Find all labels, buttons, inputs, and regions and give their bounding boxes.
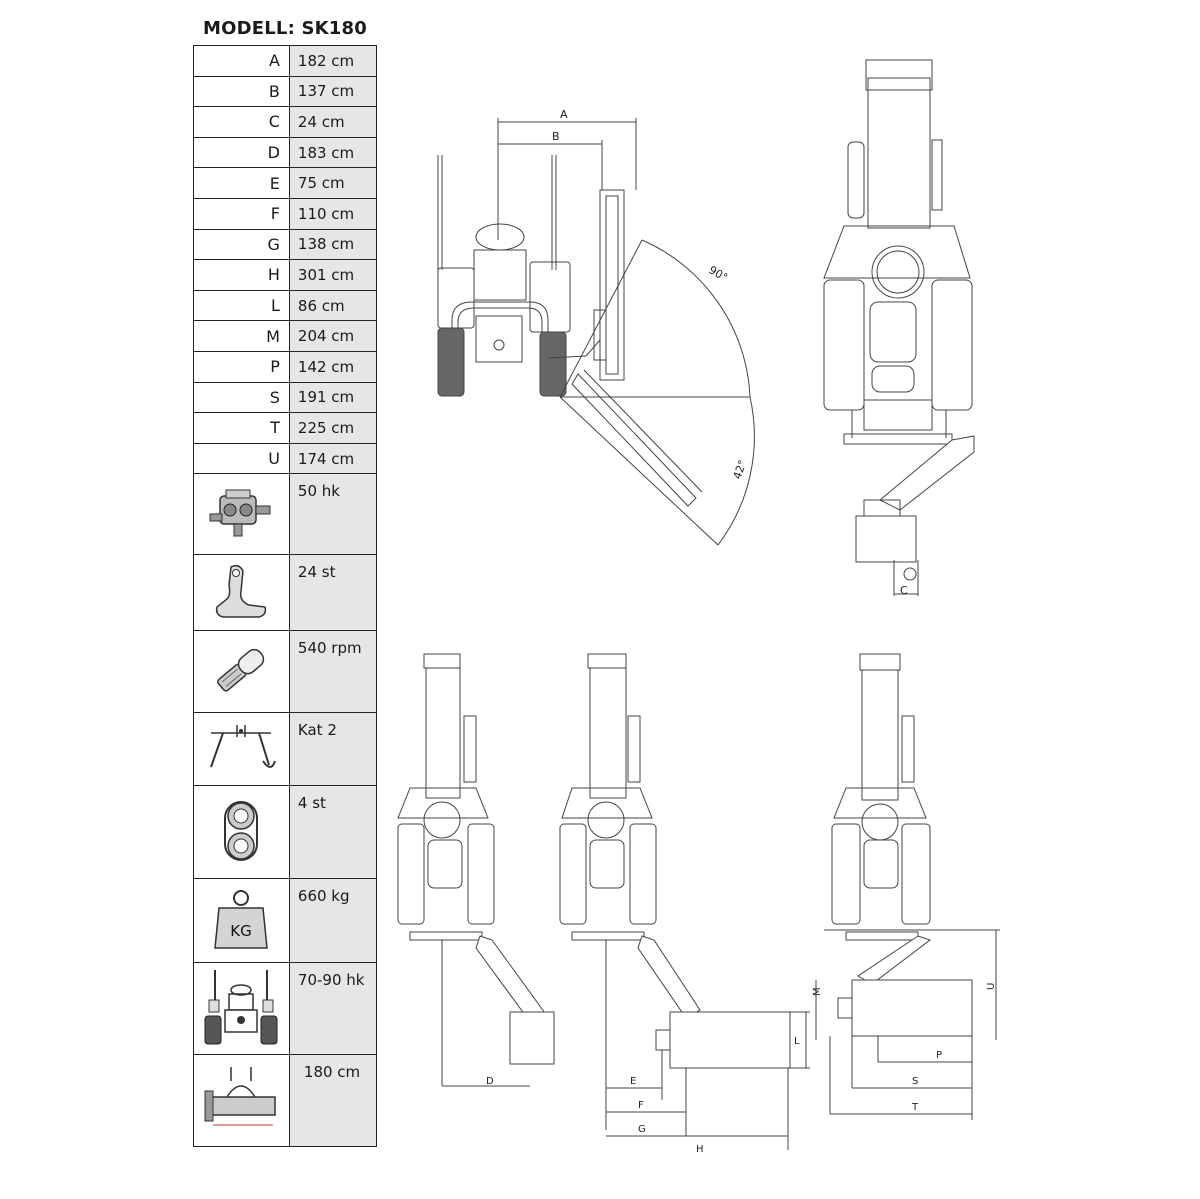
dimension-letter: G [193, 228, 290, 261]
feature-value: Kat 2 [288, 712, 378, 787]
dimension-value: 142 cm [288, 350, 378, 383]
dimension-value: 225 cm [288, 412, 378, 444]
pto-shaft-icon [193, 630, 290, 714]
dim-label-l: L [794, 1036, 800, 1047]
feature-row: 50 hk [193, 473, 378, 556]
feature-row: Kat 2 [193, 712, 378, 787]
dim-label-u: U [986, 983, 997, 990]
dimension-value: 110 cm [288, 197, 378, 230]
tractor-front-icon [193, 962, 290, 1056]
dim-label-a: A [560, 108, 568, 121]
dimension-letter: E [193, 167, 290, 199]
dimension-value: 204 cm [288, 320, 378, 352]
dim-label-s: S [912, 1076, 918, 1087]
feature-row: 180 cm [193, 1054, 378, 1148]
feature-row: 24 st [193, 554, 378, 632]
flail-hammer-icon [193, 554, 290, 632]
angle-label-90: 90° [707, 263, 730, 284]
weight-icon-text: KG [231, 922, 252, 940]
top-view-2-drawing [397, 653, 555, 1087]
belt-pulley-icon [193, 785, 290, 880]
dimension-letter: A [193, 45, 290, 77]
dim-label-g: G [638, 1124, 646, 1135]
dimension-letter: C [193, 106, 290, 138]
top-view-4-drawing [815, 653, 1000, 1120]
dimension-value: 138 cm [288, 228, 378, 261]
dim-label-d: D [486, 1076, 494, 1087]
model-title: MODELL: SK180 [203, 18, 367, 39]
dimension-letter: F [193, 197, 290, 230]
angle-label-42: 42° [731, 458, 750, 481]
feature-value: 180 cm [288, 1054, 378, 1148]
dimension-value: 24 cm [288, 106, 378, 138]
feature-row: 70-90 hk [193, 962, 378, 1056]
dimension-value: 301 cm [288, 259, 378, 291]
dimension-value: 183 cm [288, 136, 378, 169]
dimension-value: 137 cm [288, 75, 378, 108]
dimension-letter: D [193, 136, 290, 169]
dimension-letter: U [193, 442, 290, 475]
feature-value: 540 rpm [288, 630, 378, 714]
dim-label-e: E [630, 1076, 636, 1087]
dimension-letter: T [193, 412, 290, 444]
feature-value: 24 st [288, 554, 378, 632]
gearbox-icon [193, 473, 290, 556]
dimension-letter: H [193, 259, 290, 291]
feature-row: 540 rpm [193, 630, 378, 714]
feature-row: 4 st [193, 785, 378, 880]
dimension-letter: S [193, 381, 290, 414]
dimension-letter: M [193, 320, 290, 352]
feature-value: 50 hk [288, 473, 378, 556]
three-point-hitch-icon [193, 712, 290, 787]
dimension-letter: L [193, 289, 290, 322]
dim-label-t: T [911, 1102, 919, 1113]
dimension-value: 182 cm [288, 45, 378, 77]
top-view-3-drawing [559, 653, 810, 1150]
dimension-letter: P [193, 350, 290, 383]
top-view-1-drawing [823, 59, 975, 596]
dimension-value: 86 cm [288, 289, 378, 322]
dim-label-c: C [900, 584, 908, 597]
dim-label-f: F [638, 1100, 644, 1111]
dim-label-h: H [696, 1144, 704, 1155]
dim-label-p: P [936, 1050, 942, 1061]
dimension-value: 75 cm [288, 167, 378, 199]
feature-value: 660 kg [288, 878, 378, 964]
front-view-drawing [437, 118, 755, 546]
technical-drawings: A B 90° 42° C [397, 59, 1000, 1155]
weight-icon: KG [193, 878, 290, 964]
dim-label-b: B [552, 130, 560, 143]
dimension-letter: B [193, 75, 290, 108]
feature-row: KG 660 kg [193, 878, 378, 964]
feature-value: 70-90 hk [288, 962, 378, 1056]
feature-value: 4 st [288, 785, 378, 880]
working-width-icon [193, 1054, 290, 1148]
dimension-value: 191 cm [288, 381, 378, 414]
dimension-value: 174 cm [288, 442, 378, 475]
dim-label-m: M [812, 987, 823, 996]
